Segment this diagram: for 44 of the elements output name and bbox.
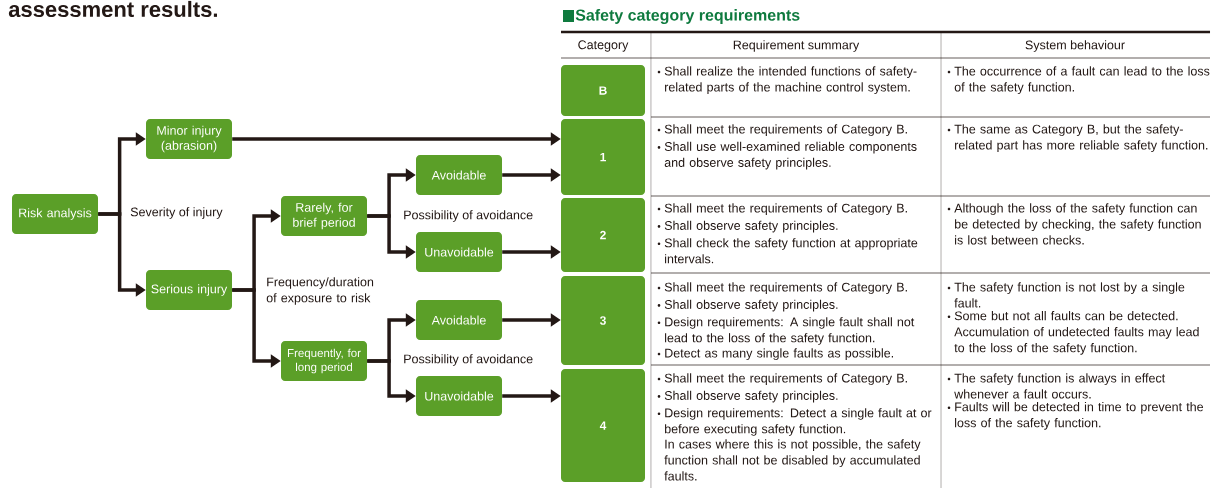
process-box: Minor injury (abrasion) xyxy=(146,119,232,159)
axis-label: Severity of injury xyxy=(130,207,223,219)
process-box: Avoidable xyxy=(416,155,502,195)
process-box: Rarely, for brief period xyxy=(281,196,367,236)
process-box: Risk analysis xyxy=(12,194,98,234)
cell-text: Shall meet the requirements of Category B. xyxy=(664,124,907,136)
column-header: System behaviour xyxy=(1025,40,1125,52)
process-box: Unavoidable xyxy=(416,376,502,416)
cell-text: Detect as many single faults as possible. xyxy=(665,348,893,360)
cell-text: Shall meet the requirements of Category B. xyxy=(664,203,907,215)
cell-text: Shall observe safety principles. xyxy=(664,220,838,233)
axis-label: Possibility of avoidance xyxy=(404,210,533,222)
cell-text: The safety function is not lost by a single fault. xyxy=(954,282,1185,308)
cell-text: Although the loss of the safety function can be detected by checking, the safety function is lost between checks. xyxy=(954,203,1201,245)
cell-text: Faults will be detected in time to prevent the loss of the safety function. xyxy=(955,402,1204,430)
category-box: 1 xyxy=(561,119,645,195)
cell-text: Shall use well-examined reliable components and observe safety principles. xyxy=(664,141,917,170)
process-box: Serious injury xyxy=(146,270,232,310)
process-box: Frequently, for long period xyxy=(281,341,367,381)
axis-label: Frequency/duration of exposure to risk xyxy=(266,277,374,305)
cell-text: Shall check the safety function at appropriate intervals. xyxy=(664,238,918,264)
cell-text: The safety function is always in effect whenever a fault occurs. xyxy=(954,373,1166,399)
table-title: Safety category requirements xyxy=(575,9,800,24)
category-box: 4 xyxy=(561,369,645,482)
process-box: Avoidable xyxy=(416,300,502,340)
cell-text: The occurrence of a fault can lead to the loss of the safety function. xyxy=(954,66,1210,94)
axis-label: Possibility of avoidance xyxy=(404,354,533,366)
cell-text: Shall observe safety principles. xyxy=(664,390,838,403)
cell-text: Design requirements: Detect a single fault at or before executing safety function. xyxy=(665,408,932,436)
category-box: 3 xyxy=(561,276,645,365)
cell-text: Design requirements: A single fault shall not lead to the loss of the safety function. xyxy=(665,317,915,345)
process-box: Unavoidable xyxy=(416,232,502,272)
cell-text: In cases where this is not possible, the safety function shall not be disabled by accumulated faults. xyxy=(664,439,921,481)
category-box: 2 xyxy=(561,198,645,272)
cell-text: Shall meet the requirements of Category B. xyxy=(664,373,907,385)
column-header: Requirement summary xyxy=(733,40,860,52)
column-header: Category xyxy=(578,40,629,52)
cell-text: Some but not all faults can be detected. Accumulation of undetected faults may lead to the loss of the safety function. xyxy=(954,311,1199,355)
category-box: B xyxy=(561,65,645,116)
cell-text: Shall realize the intended functions of safety-related parts of the machine control system. xyxy=(664,66,917,94)
cell-text: The same as Category B, but the safety-related part has more reliable safety function. xyxy=(954,124,1208,152)
cell-text: Shall observe safety principles. xyxy=(664,299,838,312)
heading-text: assessment results. xyxy=(8,0,217,18)
cell-text: Shall meet the requirements of Category B. xyxy=(664,282,907,294)
